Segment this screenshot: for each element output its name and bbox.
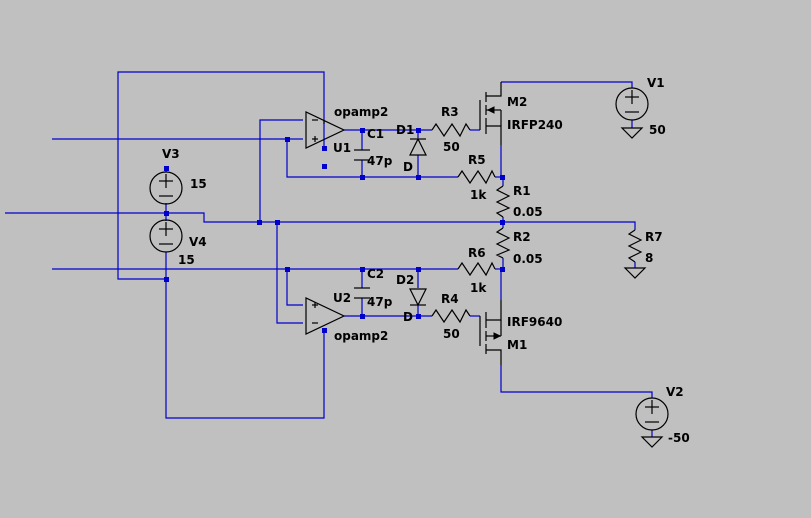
r6-ref-label: R6 <box>468 246 486 260</box>
r3-value-label: 50 <box>443 140 460 154</box>
u1-ref-label: U1 <box>333 141 351 155</box>
v4-ref-label: V4 <box>189 235 207 249</box>
ground-icon <box>623 267 647 279</box>
v1-value-label: 50 <box>649 123 666 137</box>
v2-value-label: -50 <box>668 431 690 445</box>
resistor-r6[interactable]: R6 1k <box>457 246 496 295</box>
resistor-r2[interactable]: R2 0.05 <box>495 227 543 266</box>
m1-model-label: IRF9640 <box>507 315 562 329</box>
mosfet-m1[interactable]: IRF9640 M1 <box>479 300 562 365</box>
c1-value-label: 47p <box>367 154 393 168</box>
resistor-r7[interactable]: R7 8 <box>627 229 663 265</box>
d1-ref-label: D1 <box>396 123 414 137</box>
r7-ref-label: R7 <box>645 230 663 244</box>
junctions <box>164 128 505 333</box>
m2-ref-label: M2 <box>507 95 527 109</box>
resistor-r4[interactable]: R4 50 <box>431 292 471 341</box>
u1-model-label: opamp2 <box>334 105 388 119</box>
voltage-source-v4[interactable]: V4 15 <box>149 219 207 267</box>
voltage-source-v2[interactable]: V2 -50 <box>635 385 690 448</box>
u2-model-label: opamp2 <box>334 329 388 343</box>
diode-d1[interactable]: D1 D <box>396 123 427 174</box>
d1-model-label: D <box>403 160 413 174</box>
v2-ref-label: V2 <box>666 385 684 399</box>
mosfet-m2[interactable]: M2 IRFP240 <box>479 82 563 145</box>
r6-value-label: 1k <box>470 281 487 295</box>
resistor-r3[interactable]: R3 50 <box>431 105 471 154</box>
capacitor-c2[interactable]: C2 47p <box>354 267 393 309</box>
r1-value-label: 0.05 <box>513 205 543 219</box>
v1-ref-label: V1 <box>647 76 665 90</box>
resistor-r5[interactable]: R5 1k <box>457 153 496 202</box>
u2-ref-label: U2 <box>333 291 351 305</box>
diode-d2[interactable]: D2 D <box>396 273 427 324</box>
opamp-u2[interactable]: opamp2 U2 <box>305 291 388 343</box>
c2-ref-label: C2 <box>367 267 384 281</box>
opamp-u1[interactable]: opamp2 U1 <box>305 105 388 155</box>
wires <box>5 71 653 437</box>
ground-icon <box>640 436 664 448</box>
v3-ref-label: V3 <box>162 147 180 161</box>
c2-value-label: 47p <box>367 295 393 309</box>
r7-value-label: 8 <box>645 251 653 265</box>
capacitor-c1[interactable]: C1 47p <box>354 127 393 168</box>
d2-ref-label: D2 <box>396 273 414 287</box>
v4-value-label: 15 <box>178 253 195 267</box>
r4-value-label: 50 <box>443 327 460 341</box>
ground-icon <box>620 127 644 139</box>
resistor-r1[interactable]: R1 0.05 <box>495 184 543 219</box>
r4-ref-label: R4 <box>441 292 459 306</box>
r3-ref-label: R3 <box>441 105 459 119</box>
d2-model-label: D <box>403 310 413 324</box>
c1-ref-label: C1 <box>367 127 384 141</box>
m1-ref-label: M1 <box>507 338 527 352</box>
r5-value-label: 1k <box>470 188 487 202</box>
r5-ref-label: R5 <box>468 153 486 167</box>
r1-ref-label: R1 <box>513 184 531 198</box>
m2-model-label: IRFP240 <box>507 118 563 132</box>
v3-value-label: 15 <box>190 177 207 191</box>
voltage-source-v3[interactable]: V3 15 <box>149 147 207 205</box>
r2-value-label: 0.05 <box>513 252 543 266</box>
r2-ref-label: R2 <box>513 230 531 244</box>
voltage-source-v1[interactable]: V1 50 <box>615 76 666 139</box>
